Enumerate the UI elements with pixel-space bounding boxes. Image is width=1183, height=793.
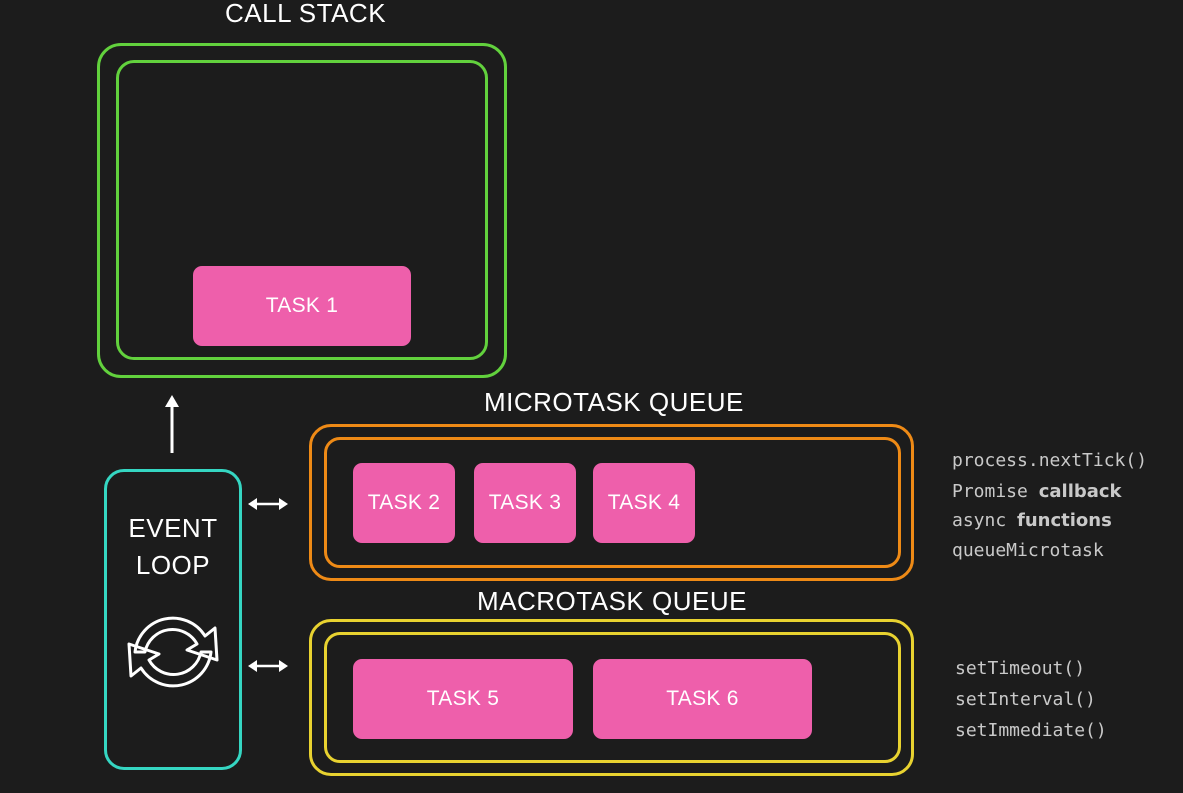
task-1: TASK 1 <box>193 266 411 346</box>
event-loop-box <box>104 469 242 770</box>
macrotask-queue-title: MACROTASK QUEUE <box>477 586 747 616</box>
call-stack-inner <box>116 60 488 360</box>
call-stack-outer <box>97 43 507 378</box>
task-5: TASK 5 <box>353 659 573 739</box>
macro-double-arrow-icon <box>248 660 288 672</box>
macrotask-source-0: setTimeout() <box>955 658 1086 679</box>
task-4: TASK 4 <box>593 463 695 543</box>
microtask-source-3: queueMicrotask <box>952 540 1104 561</box>
microtask-queue-inner <box>324 437 901 568</box>
refresh-cycle-icon <box>127 616 219 688</box>
microtask-source-1: Promise callback <box>952 481 1122 502</box>
macrotask-queue-outer <box>309 619 914 776</box>
task-2: TASK 2 <box>353 463 455 543</box>
event-loop-title-line1: EVENT <box>128 513 218 543</box>
macrotask-queue-inner <box>324 632 901 763</box>
microtask-source-2: async functions <box>952 510 1112 531</box>
event-loop-title-line2: LOOP <box>135 550 211 580</box>
up-arrow-icon <box>165 395 179 453</box>
microtask-source-0: process.nextTick() <box>952 450 1148 471</box>
call-stack-title: CALL STACK <box>225 0 387 28</box>
microtask-queue-title: MICROTASK QUEUE <box>484 387 744 417</box>
macrotask-source-2: setImmediate() <box>955 720 1107 741</box>
task-6: TASK 6 <box>593 659 812 739</box>
microtask-queue-outer <box>309 424 914 581</box>
task-3: TASK 3 <box>474 463 576 543</box>
macrotask-source-1: setInterval() <box>955 689 1096 710</box>
micro-double-arrow-icon <box>248 498 288 510</box>
